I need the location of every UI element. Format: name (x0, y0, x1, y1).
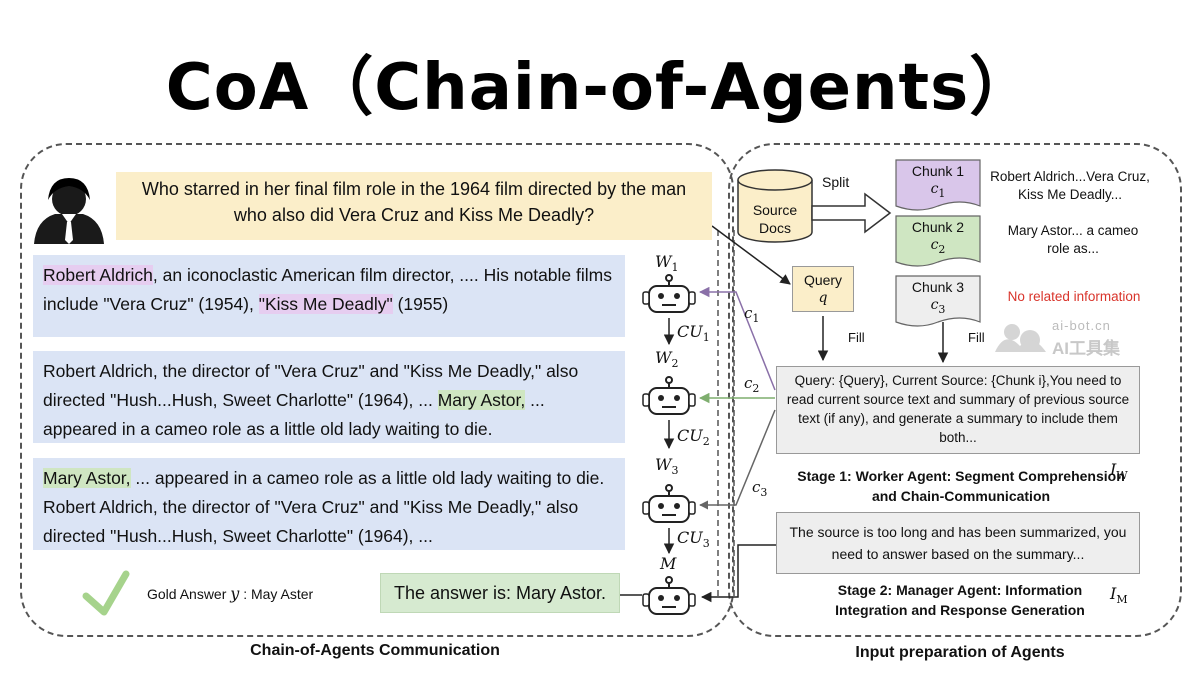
c-label-1: c1 (744, 304, 760, 325)
c-label-3: c3 (752, 478, 768, 499)
robot-icon (642, 576, 696, 615)
watermark-logo-icon (995, 324, 1046, 352)
main-title: CoA（Chain-of-Agents） (165, 51, 1035, 125)
highlight-mary-astor: Mary Astor, (437, 390, 526, 410)
passage-text: ... appeared in a cameo role as a little… (43, 390, 545, 439)
passage-text: ... appeared in a cameo role as a little… (43, 468, 605, 546)
im-label: IM (1110, 584, 1128, 607)
gold-answer-prefix: Gold Answer (147, 586, 231, 602)
agent-label-w1: W1 (655, 252, 679, 275)
passage-box-1: Robert Aldrich, an iconoclastic American… (33, 255, 625, 337)
answer-box: The answer is: Mary Astor. (380, 573, 620, 613)
chunk-1-title: Chunk 1 (911, 163, 965, 179)
passage-text: , an iconoclastic American film director… (43, 265, 612, 314)
chunk-2: Chunk 2 c2 (896, 218, 980, 259)
split-label: Split (822, 174, 850, 190)
agent-label-w3: W3 (655, 455, 679, 478)
manager-prompt-text: The source is too long and has been summ… (789, 524, 1127, 562)
highlight-robert-aldrich: Robert Aldrich (43, 265, 153, 285)
cu-label-2: CU2 (677, 426, 710, 449)
gold-answer-value: : May Aster (239, 586, 314, 602)
passage-box-3: Mary Astor, ... appeared in a cameo role… (33, 458, 625, 550)
left-caption: Chain-of-Agents Communication (250, 642, 500, 659)
split-arrow (811, 192, 892, 234)
chunk-3-content: No related information (1007, 289, 1141, 304)
fill-label-2: Fill (968, 330, 985, 345)
passage-text: Robert Aldrich, the director of "Vera Cr… (43, 361, 579, 410)
chunk-2-content: Mary Astor... a cameo role as... (1007, 223, 1139, 256)
question-text: Who starred in her final film role in th… (141, 179, 687, 225)
highlight-mary-astor: Mary Astor, (43, 468, 131, 488)
query-box: Query q (792, 266, 854, 312)
passage-box-2: Robert Aldrich, the director of "Vera Cr… (33, 351, 625, 443)
passage-text: (1955) (392, 294, 449, 314)
cu-label-1: CU1 (677, 322, 710, 345)
watermark-domain: ai-bot.cn (1052, 318, 1111, 333)
checkmark-icon (82, 570, 130, 616)
right-panel (728, 143, 1182, 637)
chunk-2-title: Chunk 2 (911, 219, 965, 235)
right-caption: Input preparation of Agents (855, 644, 1065, 661)
cu-label-3: CU3 (677, 528, 710, 551)
worker-prompt-box: Query: {Query}, Current Source: {Chunk i… (776, 366, 1140, 454)
gold-answer-variable: y (230, 584, 240, 603)
answer-text: The answer is: Mary Astor. (393, 582, 607, 603)
user-icon (34, 178, 104, 244)
highlight-kiss-me-deadly: "Kiss Me Deadly" (258, 294, 393, 314)
stage-2-label: Stage 2: Manager Agent: Information Inte… (835, 582, 1085, 618)
chunk-3: Chunk 3 c3 (896, 278, 980, 319)
robot-icon (642, 274, 696, 313)
agent-label-m: M (660, 554, 677, 573)
left-panel (20, 143, 734, 637)
gold-answer: Gold Answer y : May Aster (147, 584, 313, 603)
robot-icon (642, 484, 696, 523)
chunk-3-title: Chunk 3 (911, 279, 965, 295)
robot-icon (642, 376, 696, 415)
stage-1-label: Stage 1: Worker Agent: Segment Comprehen… (797, 468, 1125, 504)
source-docs-label: Source Docs (752, 202, 798, 236)
iw-label: IW (1110, 460, 1128, 483)
manager-prompt-box: The source is too long and has been summ… (776, 512, 1140, 574)
query-title: Query (803, 272, 843, 288)
agent-label-w2: W2 (655, 348, 679, 371)
question-box: Who starred in her final film role in th… (116, 172, 712, 240)
chunk-1-content: Robert Aldrich...Vera Cruz, Kiss Me Dead… (990, 169, 1150, 202)
fill-label-1: Fill (848, 330, 865, 345)
database-icon (737, 169, 813, 243)
watermark-name: AI工具集 (1052, 339, 1120, 358)
worker-prompt-text: Query: {Query}, Current Source: {Chunk i… (786, 373, 1130, 445)
c-label-2: c2 (744, 374, 760, 395)
query-variable: q (818, 290, 828, 306)
chunk-1: Chunk 1 c1 (896, 162, 980, 203)
